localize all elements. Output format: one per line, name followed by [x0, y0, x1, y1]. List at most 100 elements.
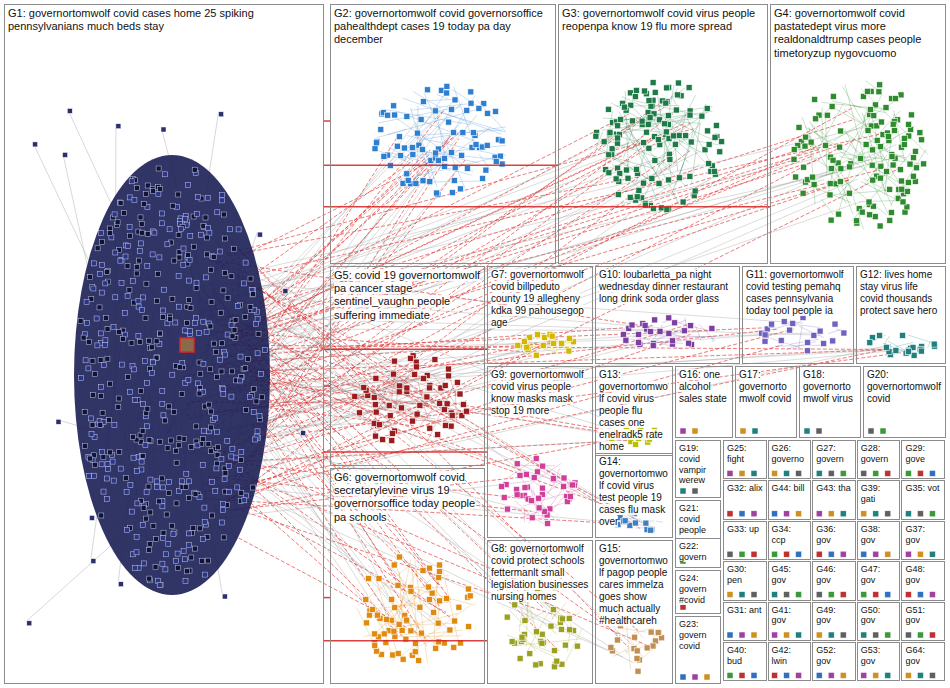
vertex-square: [105, 327, 110, 332]
vertex-square: [239, 450, 244, 455]
vertex-square: [130, 434, 135, 439]
vertex-square: [98, 393, 103, 398]
mention-line: [454, 87, 476, 149]
vertex-square: [88, 275, 93, 280]
vertex-square: [566, 348, 572, 354]
vertex-square: [840, 632, 846, 638]
vertex-square: [139, 454, 144, 459]
vertex-square: [221, 391, 226, 396]
vertex-square: [100, 410, 105, 415]
vertex-square: [56, 419, 61, 424]
vertex-square: [873, 551, 879, 557]
mention-line: [861, 181, 910, 206]
vertex-square: [899, 186, 905, 192]
mention-line: [774, 345, 827, 346]
vertex-square: [451, 130, 457, 136]
group-edge: [324, 640, 487, 642]
vertex-square: [141, 505, 146, 510]
mention-line: [696, 326, 701, 340]
vertex-square: [876, 89, 882, 95]
vertex-square: [426, 597, 432, 603]
vertex-square: [404, 618, 410, 624]
vertex-square: [187, 328, 192, 333]
vertex-square: [861, 470, 867, 476]
vertex-square: [769, 321, 775, 327]
vertex-square: [159, 211, 164, 216]
vertex-square: [116, 124, 121, 129]
vertex-square: [391, 562, 397, 568]
vertex-square: [813, 116, 819, 122]
vertex-square: [866, 199, 872, 205]
vertex-square: [223, 470, 228, 475]
vertex-square: [917, 470, 923, 476]
vertex-square: [515, 342, 521, 348]
vertex-square: [154, 537, 159, 542]
vertex-square: [177, 304, 182, 309]
vertex-square: [627, 194, 633, 200]
vertex-square: [140, 401, 145, 406]
vertex-square: [372, 631, 378, 637]
vertex-square: [171, 532, 176, 537]
vertex-square: [251, 386, 256, 391]
group-label: G5: covid 19 governortomwolf pa cancer s…: [334, 269, 480, 321]
vertex-square: [235, 485, 240, 490]
vertex-square: [255, 351, 260, 356]
vertex-square: [539, 485, 545, 491]
mention-line: [547, 612, 548, 613]
vertex-square: [878, 119, 884, 125]
vertex-square: [84, 321, 89, 326]
vertex-square: [499, 161, 505, 167]
vertex-square: [416, 658, 422, 664]
vertex-square: [727, 551, 733, 557]
vertex-square: [840, 470, 846, 476]
vertex-square: [672, 141, 678, 147]
vertex-square: [222, 271, 227, 276]
vertex-square: [918, 348, 924, 354]
vertex-square: [371, 394, 377, 400]
vertex-square: [373, 375, 379, 381]
vertex-square: [140, 453, 145, 458]
vertex-square: [167, 227, 172, 232]
vertex-square: [186, 252, 191, 257]
vertex-square: [692, 428, 698, 434]
vertex-square: [646, 145, 652, 151]
group-label: G3: governortomwolf covid virus people r…: [562, 7, 755, 32]
vertex-square: [763, 333, 769, 339]
vertex-square: [633, 87, 639, 93]
vertex-square: [194, 424, 199, 429]
vertex-square: [890, 121, 896, 127]
vertex-square: [99, 331, 104, 336]
vertex-square: [115, 220, 120, 225]
mention-line: [599, 150, 667, 190]
vertex-square: [796, 672, 802, 678]
vertex-square: [558, 626, 564, 632]
vertex-square: [139, 230, 144, 235]
vertex-square: [396, 554, 402, 560]
vertex-square: [451, 644, 457, 650]
mention-line: [699, 324, 716, 341]
vertex-square: [93, 372, 98, 377]
vertex-square: [197, 391, 202, 396]
vertex-square: [191, 525, 196, 530]
vertex-square: [751, 470, 757, 476]
vertex-square: [78, 375, 83, 380]
vertex-square: [398, 405, 404, 411]
vertex-square: [647, 115, 653, 121]
vertex-square: [253, 437, 258, 442]
vertex-square: [129, 341, 134, 346]
mention-line: [831, 130, 859, 174]
vertex-square: [169, 523, 174, 528]
vertex-square: [408, 628, 414, 634]
vertex-square: [566, 335, 572, 341]
vertex-square: [877, 175, 883, 181]
vertex-square: [381, 631, 387, 637]
mention-line: [832, 101, 886, 113]
vertex-square: [686, 85, 692, 91]
mention-line: [641, 117, 683, 204]
mention-line: [661, 112, 688, 139]
vertex-square: [209, 479, 214, 484]
vertex-square: [150, 252, 155, 257]
vertex-square: [641, 180, 647, 186]
vertex-square: [196, 195, 201, 200]
